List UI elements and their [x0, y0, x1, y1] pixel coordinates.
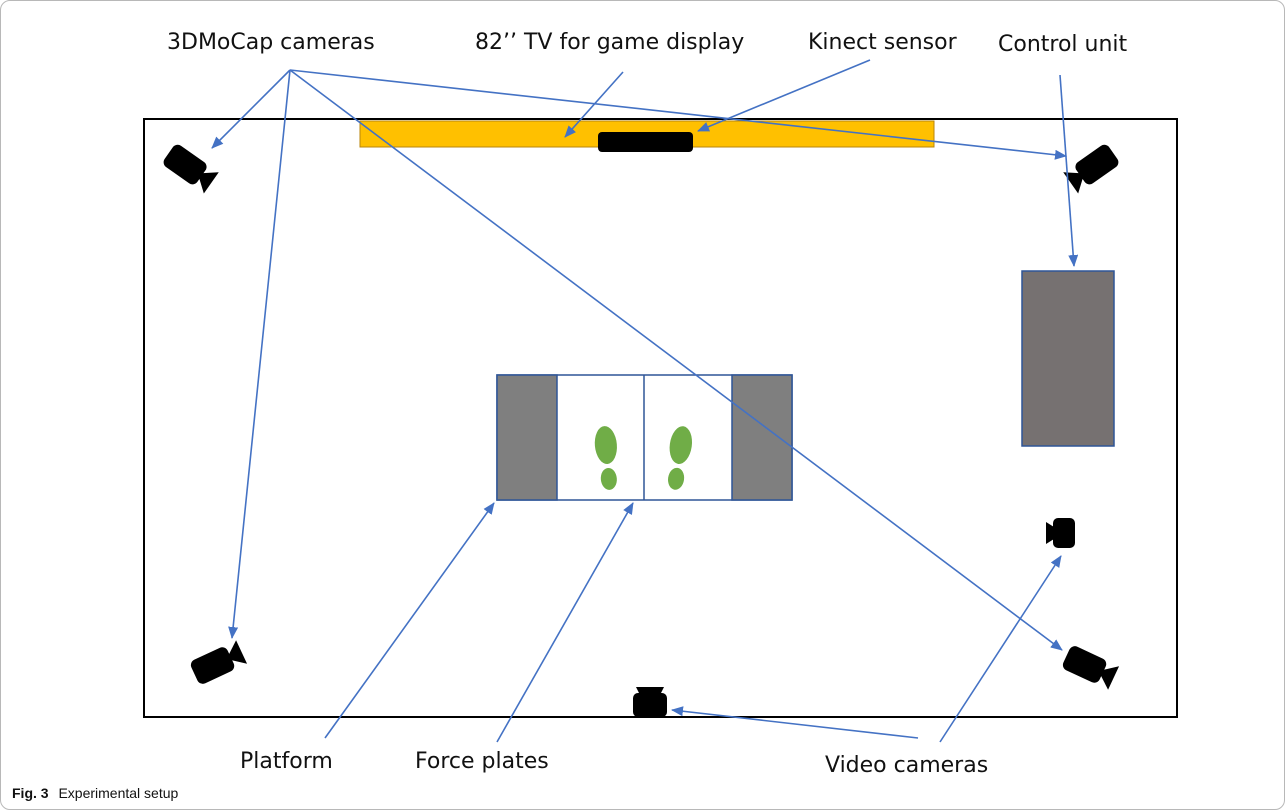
arrow-platform	[324, 502, 495, 739]
arrow-video-camera-bottom	[671, 706, 919, 739]
arrow-mocap-top-right	[289, 69, 1067, 160]
platform-left-side	[496, 374, 558, 501]
figure-caption-text: Experimental setup	[58, 785, 179, 801]
control-unit	[1021, 270, 1115, 447]
arrow-video-camera-right	[939, 555, 1062, 743]
arrow-mocap-bottom-right	[289, 69, 1063, 651]
label-video-cameras: Video cameras	[825, 753, 988, 778]
label-control-unit: Control unit	[998, 32, 1128, 57]
arrow-mocap-bottom-left	[228, 69, 291, 639]
figure-caption: Fig. 3 Experimental setup	[12, 785, 178, 801]
label-platform: Platform	[240, 749, 333, 774]
arrow-control-unit	[1059, 74, 1079, 267]
annotation-arrows	[211, 59, 1079, 743]
mocap-camera-icon	[1060, 644, 1120, 690]
label-kinect: Kinect sensor	[808, 30, 958, 55]
arrow-mocap-top-left	[211, 69, 291, 149]
label-force-plates: Force plates	[415, 749, 549, 774]
mocap-camera-icon	[1063, 142, 1121, 194]
kinect-sensor	[598, 132, 693, 152]
mocap-camera-icon	[161, 142, 219, 194]
video-camera-icon	[633, 687, 667, 717]
arrow-force-plates	[496, 502, 634, 743]
video-camera-icon	[1046, 518, 1075, 548]
label-tv: 82’’ TV for game display	[475, 30, 744, 55]
label-mocap-cameras: 3DMoCap cameras	[167, 30, 375, 55]
arrow-kinect	[697, 59, 871, 132]
arrow-tv	[564, 71, 624, 138]
platform	[496, 374, 793, 501]
platform-right-side	[731, 374, 793, 501]
figure-number: Fig. 3	[12, 785, 49, 801]
mocap-camera-icon	[188, 640, 248, 686]
experimental-setup-diagram: 3DMoCap cameras 82’’ TV for game display…	[143, 30, 1178, 778]
